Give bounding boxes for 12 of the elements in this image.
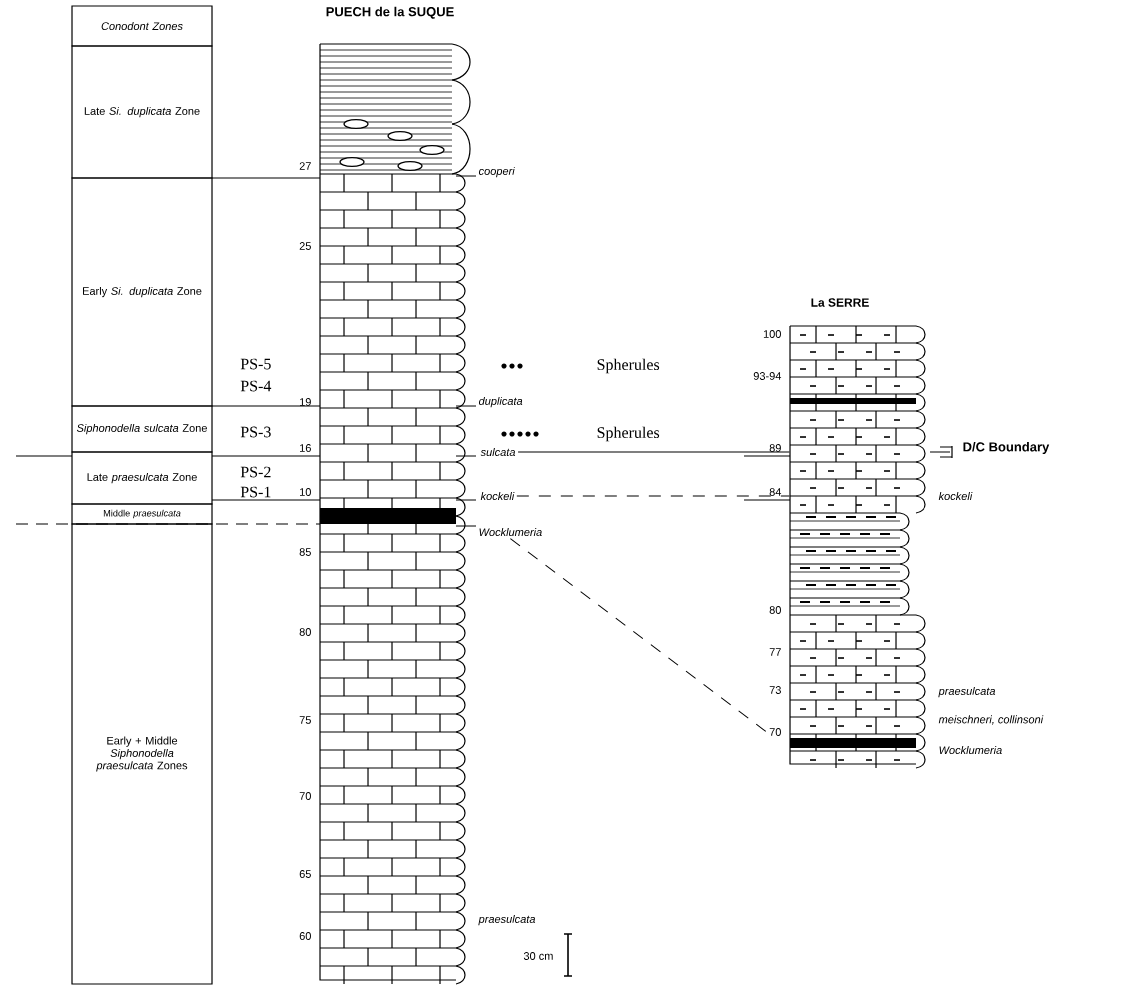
sample-label: PS-5 <box>240 358 271 370</box>
rock-column <box>789 325 926 769</box>
correlation-line <box>517 451 790 453</box>
sample-label: PS-3 <box>240 426 271 438</box>
rock-column <box>319 43 471 985</box>
sample-label: Spherules <box>597 358 660 374</box>
sample-label: Spherules <box>597 426 660 442</box>
sample-label: PS-4 <box>240 380 272 392</box>
correlation-line <box>516 495 790 497</box>
sample-label: PS-1 <box>240 486 271 498</box>
correlation-line <box>509 538 768 733</box>
sample-label: PS-2 <box>240 466 271 478</box>
